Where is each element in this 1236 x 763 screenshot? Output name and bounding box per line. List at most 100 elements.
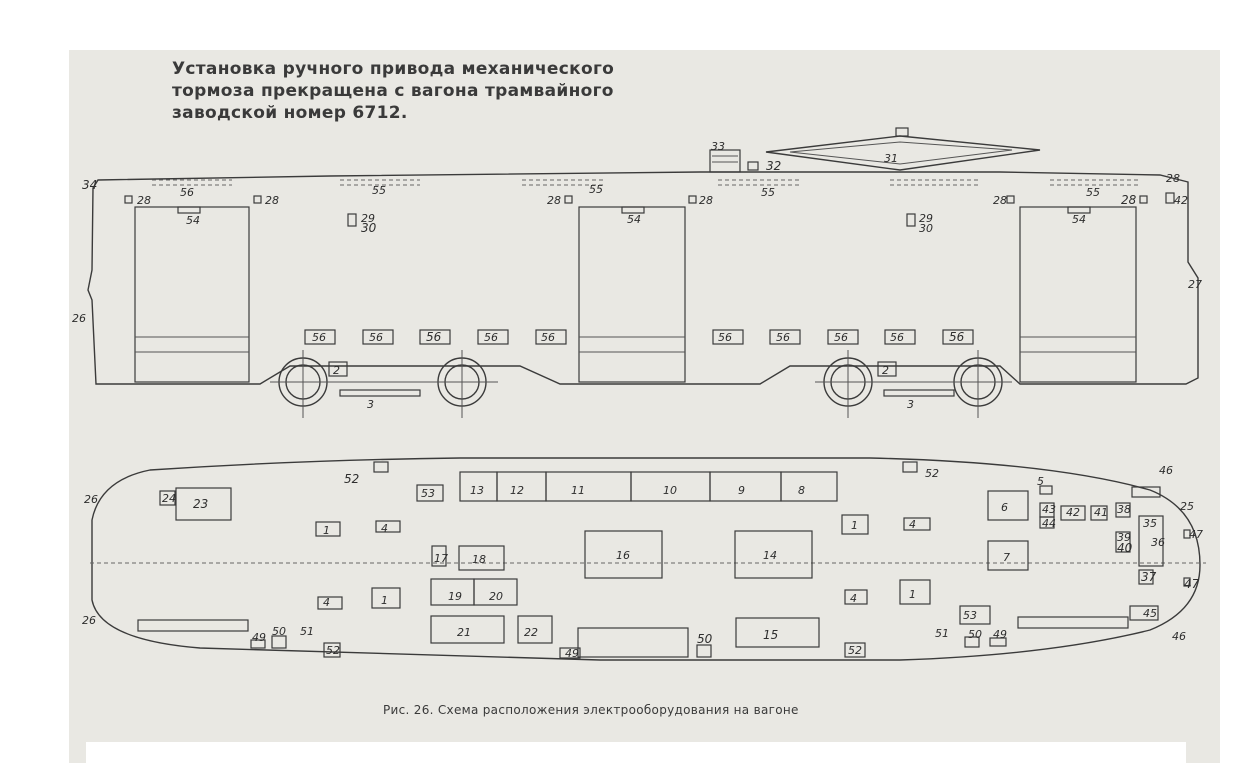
plan-label: 4 xyxy=(381,522,388,535)
plan-label: 49 xyxy=(993,628,1007,641)
side-label: 56 xyxy=(180,186,194,199)
plan-label: 4 xyxy=(850,592,857,605)
side-label: 56 xyxy=(369,331,383,344)
note-line-2: тормоза прекращена с вагона трамвайного xyxy=(172,81,614,101)
side-label: 2 xyxy=(882,364,889,377)
scanned-page xyxy=(69,50,1220,763)
plan-label: 23 xyxy=(193,497,208,511)
side-label: 28 xyxy=(699,194,713,207)
side-label: 33 xyxy=(711,140,725,153)
plan-label: 1 xyxy=(323,524,330,537)
side-label: 28 xyxy=(137,194,151,207)
plan-label: 16 xyxy=(616,549,630,562)
plan-label: 43 xyxy=(1042,503,1056,516)
plan-label: 11 xyxy=(571,484,585,497)
side-view xyxy=(87,127,1199,418)
plan-label: 37 xyxy=(1141,570,1157,584)
plan-label: 1 xyxy=(381,594,388,607)
side-label: 26 xyxy=(72,312,86,325)
plan-label: 26 xyxy=(82,614,96,627)
plan-label: 1 xyxy=(851,519,858,532)
side-label: 30 xyxy=(361,221,377,235)
side-label: 56 xyxy=(426,330,442,344)
plan-label: 45 xyxy=(1143,607,1157,620)
side-label: 31 xyxy=(884,152,898,165)
side-label: 3 xyxy=(367,398,374,411)
bogie-rear xyxy=(815,350,1012,418)
side-label: 56 xyxy=(484,331,498,344)
side-label: 55 xyxy=(589,183,603,196)
plan-label: 25 xyxy=(1180,500,1194,513)
plan-label: 50 xyxy=(968,628,982,641)
plan-label: 21 xyxy=(457,626,471,639)
plan-label: 50 xyxy=(272,625,286,638)
pantograph xyxy=(765,135,1041,171)
page-margin xyxy=(86,742,1186,763)
seat-boxes xyxy=(304,329,974,345)
side-label: 56 xyxy=(776,331,790,344)
plan-label: 52 xyxy=(344,472,359,486)
plan-label: 12 xyxy=(510,484,524,497)
plan-label: 40 xyxy=(1117,541,1133,555)
plan-label: 53 xyxy=(963,609,977,622)
plan-label: 24 xyxy=(162,492,176,505)
plan-label: 10 xyxy=(663,484,677,497)
plan-label: 46 xyxy=(1172,630,1186,643)
plan-label: 26 xyxy=(84,493,98,506)
side-label: 55 xyxy=(761,186,775,199)
side-label: 30 xyxy=(919,222,933,235)
plan-label: 52 xyxy=(326,644,340,657)
side-label: 32 xyxy=(766,159,781,173)
plan-label: 42 xyxy=(1066,506,1080,519)
plan-label: 51 xyxy=(935,627,949,640)
plan-label: 7 xyxy=(1003,551,1010,564)
side-label: 42 xyxy=(1174,194,1188,207)
plan-label: 1 xyxy=(909,588,916,601)
roof-equipment-33 xyxy=(709,149,741,173)
plan-label: 36 xyxy=(1151,536,1165,549)
side-label: 54 xyxy=(1072,213,1086,226)
plan-label: 50 xyxy=(697,632,713,646)
side-label: 54 xyxy=(627,213,641,226)
plan-label: 14 xyxy=(763,549,777,562)
plan-label: 22 xyxy=(524,626,538,639)
equipment-boxes xyxy=(137,461,1191,659)
plan-label: 38 xyxy=(1117,503,1131,516)
side-label: 28 xyxy=(547,194,561,207)
plan-label: 15 xyxy=(763,628,778,642)
side-label: 55 xyxy=(372,184,386,197)
plan-label: 47 xyxy=(1189,528,1203,541)
bogie-front xyxy=(270,350,498,418)
plan-label: 53 xyxy=(421,487,435,500)
side-label: 28 xyxy=(1121,193,1137,207)
plan-label: 49 xyxy=(252,631,266,644)
plan-label: 39 xyxy=(1117,531,1131,544)
side-label: 2 xyxy=(333,364,340,377)
side-label: 29 xyxy=(361,212,375,225)
side-label: 56 xyxy=(718,331,732,344)
plan-label: 52 xyxy=(925,467,939,480)
plan-view xyxy=(90,457,1206,661)
side-label: 56 xyxy=(312,331,326,344)
side-label: 54 xyxy=(186,214,200,227)
plan-label: 17 xyxy=(434,552,448,565)
side-label: 27 xyxy=(1188,278,1202,291)
plan-label: 44 xyxy=(1042,517,1056,530)
plan-label: 6 xyxy=(1001,501,1008,514)
side-label: 28 xyxy=(1166,172,1180,185)
side-label: 56 xyxy=(890,331,904,344)
plan-label: 8 xyxy=(798,484,805,497)
plan-label: 18 xyxy=(472,553,486,566)
plan-label: 41 xyxy=(1094,506,1108,519)
plan-label: 49 xyxy=(565,647,579,660)
plan-label: 5 xyxy=(1037,475,1044,488)
plan-label: 47 xyxy=(1184,577,1200,591)
plan-label: 51 xyxy=(300,625,314,638)
handwritten-note: Установка ручного привода механического … xyxy=(172,58,632,124)
side-label: 34 xyxy=(82,178,97,192)
car-floor-outline xyxy=(91,457,1201,661)
note-line-1: Установка ручного привода механического xyxy=(172,59,615,79)
plan-label: 19 xyxy=(448,590,462,603)
